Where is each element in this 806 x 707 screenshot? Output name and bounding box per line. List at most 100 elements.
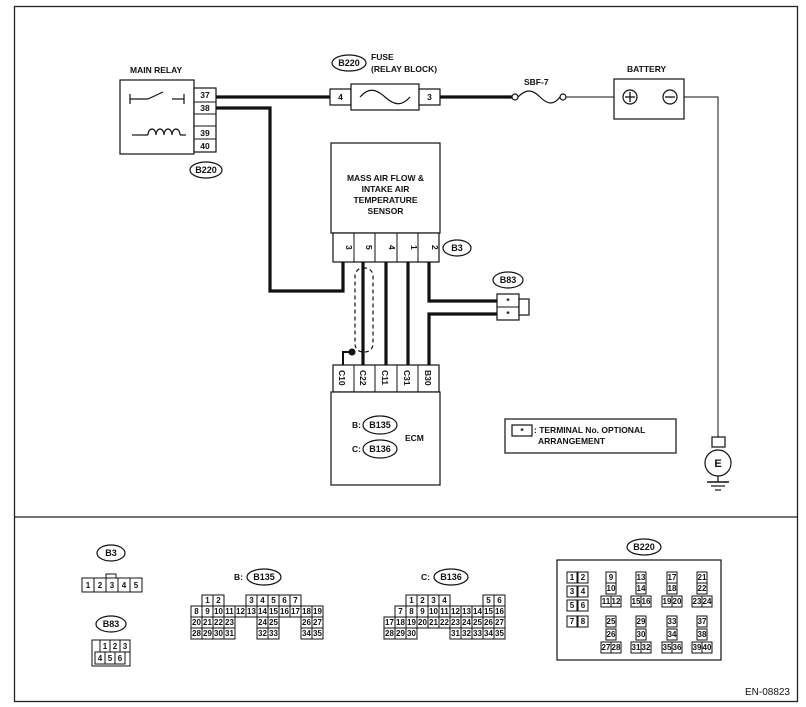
legend-box: * : TERMINAL No. OPTIONAL ARRANGEMENT (504, 418, 677, 454)
fuse-pin-4: 4 (338, 92, 343, 102)
ecm-pin-c31: C31 (402, 370, 412, 386)
connector-pin-number: 16 (495, 607, 504, 616)
connector-pin-number: 16 (642, 597, 651, 606)
connector-pin-number: 20 (673, 597, 682, 606)
connector-pin-cell (666, 615, 678, 628)
sbf-label: SBF-7 (524, 77, 549, 87)
legend-text-line1: : TERMINAL No. OPTIONAL (534, 425, 645, 435)
connector-pin-number: 31 (451, 629, 460, 638)
connector-pin-number: 23 (693, 597, 702, 606)
fuse-pin-3: 3 (427, 92, 432, 102)
connector-pin-number: 28 (192, 629, 201, 638)
connector-pin-cell (577, 585, 589, 598)
connector-pin-number: 33 (473, 629, 482, 638)
connector-pin-number: 24 (703, 597, 712, 606)
connector-pin-number: 19 (407, 618, 416, 627)
connector-pin-number: 18 (668, 584, 677, 593)
legend-symbol: * (520, 426, 524, 436)
connector-pin-cell (666, 628, 678, 641)
connector-pin-cell (640, 595, 652, 608)
maf-label-line3: TEMPERATURE (353, 195, 417, 205)
connector-pin-number: 30 (407, 629, 416, 638)
connector-pin-number: 9 (609, 573, 614, 582)
connector-pin-number: 14 (473, 607, 482, 616)
diagram-frame (13, 5, 799, 703)
connector-pin-number: 31 (632, 643, 641, 652)
connector-pin-number: 23 (451, 618, 460, 627)
connector-pin-number: 4 (581, 587, 586, 596)
connector-pin-cell (635, 615, 647, 628)
connector-pin-cell (405, 627, 418, 640)
connector-pin-cell (311, 627, 324, 640)
connector-pin-cell (605, 615, 617, 628)
ecm-b-prefix: B: (352, 420, 361, 430)
connector-pin-number: 27 (313, 618, 322, 627)
connector-pin-number: 18 (302, 607, 311, 616)
connector-pin-number: 12 (451, 607, 460, 616)
connector-pin-number: 12 (612, 597, 621, 606)
connector-pin-cell (566, 571, 578, 584)
connector-pin-cell (577, 571, 589, 584)
connector-pin-number: 35 (313, 629, 322, 638)
connector-pin-number: 35 (495, 629, 504, 638)
connector-pin-number: 29 (396, 629, 405, 638)
ecm-pin-c10: C10 (337, 370, 347, 386)
b83-tag: B83 (500, 275, 517, 285)
connector-pin-number: 14 (258, 607, 267, 616)
connector-pin-number: 19 (663, 597, 672, 606)
ecm-pin-c22: C22 (358, 370, 368, 386)
mass-air-flow-sensor: MASS AIR FLOW & INTAKE AIR TEMPERATURE S… (330, 142, 472, 263)
ecm-c-connector: B136 (369, 444, 391, 454)
b83-pin-upper: * (506, 296, 510, 306)
connector-pin-number: 11 (225, 607, 234, 616)
connector-pin-number: 36 (673, 643, 682, 652)
connector-pin-number: 39 (693, 643, 702, 652)
sbf-fusible-link: SBF-7 (511, 77, 567, 104)
battery-label: BATTERY (627, 64, 667, 74)
svg-text:2: 2 (113, 642, 118, 651)
svg-text:5: 5 (134, 581, 139, 590)
connector-pin-number: 30 (637, 630, 646, 639)
connector-pin-number: 2 (581, 573, 586, 582)
maf-connector-tag: B3 (451, 243, 463, 253)
b135-prefix: B: (234, 572, 243, 582)
connector-pin-cell (635, 628, 647, 641)
connector-pin-number: 12 (236, 607, 245, 616)
connector-pin-number: 17 (668, 573, 677, 582)
connector-pin-number: 1 (205, 596, 210, 605)
fuse-label: FUSE (371, 52, 394, 62)
svg-text:5: 5 (108, 654, 113, 663)
connector-pin-number: 3 (570, 587, 575, 596)
connector-pin-cell (701, 595, 713, 608)
connector-pin-number: 24 (462, 618, 471, 627)
connector-pin-number: 22 (214, 618, 223, 627)
connector-pin-number: 40 (703, 643, 712, 652)
document-code: EN-08823 (745, 687, 790, 698)
fuse-sublabel: (RELAY BLOCK) (371, 64, 437, 74)
connector-pin-number: 5 (486, 596, 491, 605)
connector-pin-number: 3 (249, 596, 254, 605)
connector-pin-cell (610, 641, 622, 654)
connector-pin-cell (701, 641, 713, 654)
wires (214, 95, 719, 438)
connector-pin-number: 32 (642, 643, 651, 652)
relay-pin-37: 37 (200, 90, 210, 100)
shield-junction-dot (348, 348, 356, 356)
connector-pin-cell (223, 627, 236, 640)
connector-pin-number: 15 (269, 607, 278, 616)
connector-pin-number: 38 (698, 630, 707, 639)
connector-pin-number: 2 (420, 596, 425, 605)
connector-pin-number: 33 (269, 629, 278, 638)
connector-pin-cell (605, 628, 617, 641)
connector-pin-number: 34 (668, 630, 677, 639)
connector-pin-number: 27 (602, 643, 611, 652)
connector-pin-number: 4 (442, 596, 447, 605)
connector-pin-number: 31 (225, 629, 234, 638)
connector-pin-number: 13 (247, 607, 256, 616)
connector-pin-number: 8 (194, 607, 199, 616)
connector-pin-cell (577, 615, 589, 628)
connector-pin-number: 34 (484, 629, 493, 638)
